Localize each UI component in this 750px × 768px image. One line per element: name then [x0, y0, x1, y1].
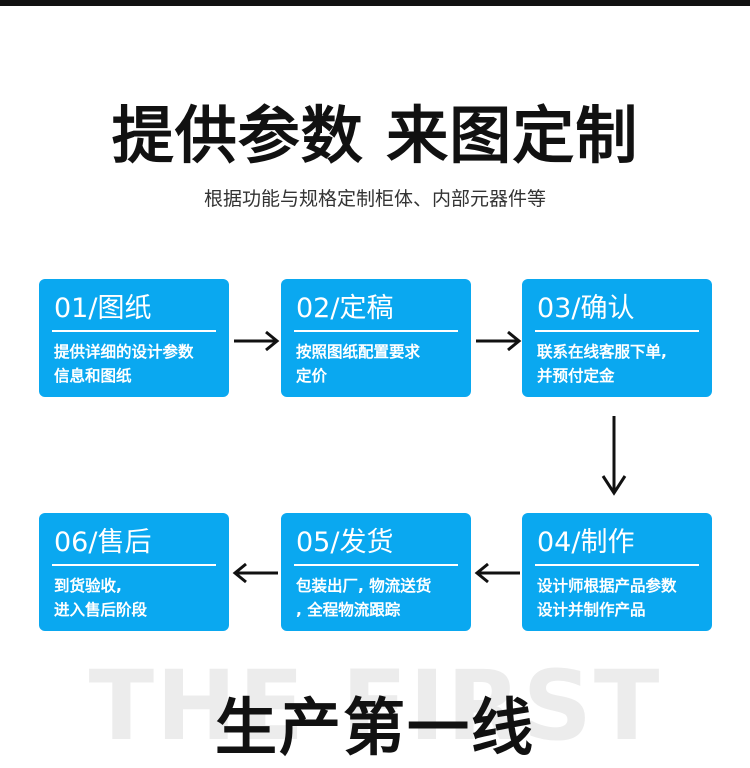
step-title: 05/发货: [296, 527, 394, 558]
step-divider: [535, 564, 699, 566]
footer-title: 生产第一线: [214, 691, 535, 764]
step-card-03: 03/确认 联系在线客服下单, 并预付定金: [522, 279, 712, 397]
step-title: 03/确认: [537, 293, 635, 324]
step-card-01: 01/图纸 提供详细的设计参数 信息和图纸: [39, 279, 229, 397]
step-divider: [52, 564, 216, 566]
step-card-06: 06/售后 到货验收, 进入售后阶段: [39, 513, 229, 631]
step-title: 02/定稿: [296, 293, 394, 324]
step-divider: [52, 330, 216, 332]
step-card-02: 02/定稿 按照图纸配置要求 定价: [281, 279, 471, 397]
step-card-04: 04/制作 设计师根据产品参数 设计并制作产品: [522, 513, 712, 631]
step-title: 06/售后: [54, 527, 152, 558]
step-description: 包装出厂, 物流送货 , 全程物流跟踪: [296, 577, 432, 619]
step-divider: [535, 330, 699, 332]
step-description: 联系在线客服下单, 并预付定金: [537, 343, 667, 385]
step-title: 04/制作: [537, 527, 635, 558]
arrow-left-icon: [232, 562, 278, 584]
arrow-down-icon: [601, 416, 627, 496]
step-description: 到货验收, 进入售后阶段: [54, 577, 148, 619]
arrow-left-icon: [474, 562, 520, 584]
step-description: 按照图纸配置要求 定价: [296, 343, 421, 385]
page-title: 提供参数 来图定制: [111, 99, 639, 172]
top-border: [0, 0, 750, 6]
page-subtitle: 根据功能与规格定制柜体、内部元器件等: [203, 188, 546, 210]
step-description: 提供详细的设计参数 信息和图纸: [54, 343, 194, 385]
arrow-right-icon: [476, 330, 522, 352]
arrow-right-icon: [234, 330, 280, 352]
step-divider: [294, 330, 458, 332]
watermark-text: THE FIRST: [88, 650, 662, 762]
step-description: 设计师根据产品参数 设计并制作产品: [537, 577, 677, 619]
step-title: 01/图纸: [54, 293, 152, 324]
step-card-05: 05/发货 包装出厂, 物流送货 , 全程物流跟踪: [281, 513, 471, 631]
step-divider: [294, 564, 458, 566]
